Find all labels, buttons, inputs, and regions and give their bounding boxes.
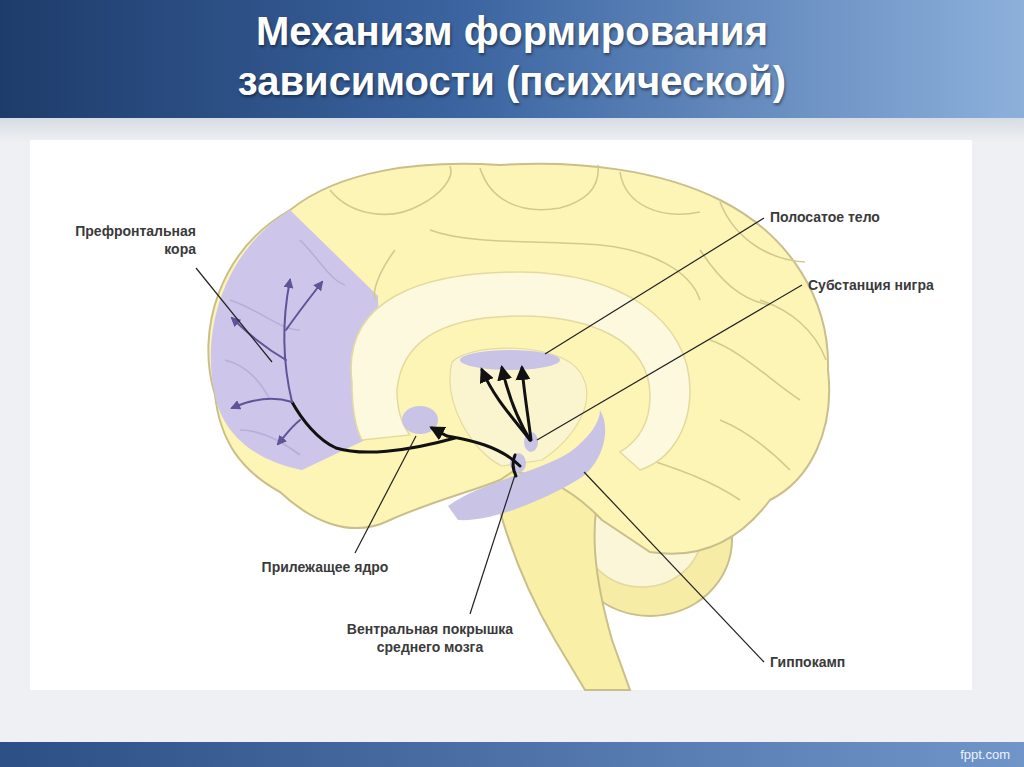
region-label: Полосатое тело: [770, 208, 930, 226]
region-label: Прилежащее ядро: [245, 558, 405, 576]
region-label: Гиппокамп: [770, 653, 920, 671]
region-label: Префронтальная кора: [60, 222, 196, 258]
footer-bar: [0, 742, 1024, 767]
watermark: fppt.com: [900, 746, 1010, 764]
shadow-band: [0, 118, 1024, 142]
region-label: Субстанция нигра: [808, 276, 968, 294]
region-label: Вентральная покрышка среднего мозга: [315, 620, 545, 656]
slide-title: Механизм формирования зависимости (психи…: [182, 6, 842, 106]
